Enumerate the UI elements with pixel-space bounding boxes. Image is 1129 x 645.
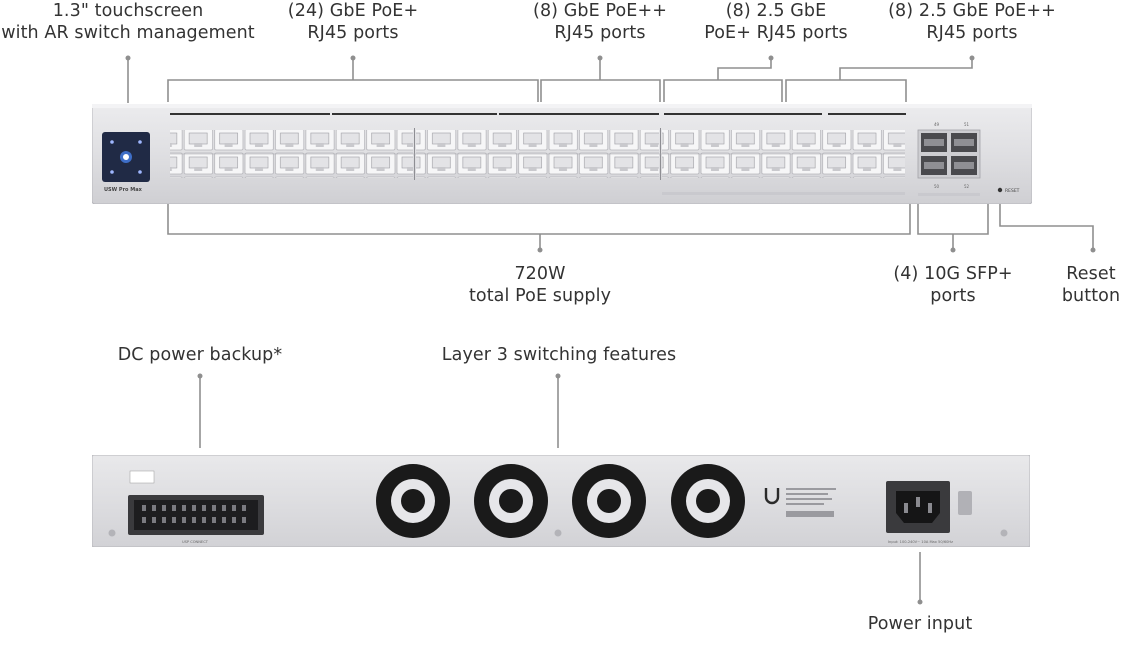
g25-poe-line2: PoE+ RJ45 ports <box>704 23 848 43</box>
usp-connect-label: USP CONNECT <box>182 540 209 544</box>
g25-poepp-callout: (8) 2.5 GbE PoE++ RJ45 ports <box>880 0 1064 44</box>
model-label: USW Pro Max <box>104 187 143 193</box>
reset-button[interactable] <box>997 187 1003 193</box>
front-panel: USW Pro Max 49 51 50 52 RESET <box>92 104 1032 204</box>
sfp-line2: ports <box>930 286 976 306</box>
sfp-bracket <box>917 204 989 235</box>
sfp-ports[interactable] <box>917 129 981 179</box>
reset-callout: Reset button <box>1053 263 1129 307</box>
touchscreen-callout: 1.3" touchscreen with AR switch manageme… <box>0 0 256 44</box>
poe-supply-callout: 720W total PoE supply <box>440 263 640 307</box>
gbe-poepp-line2: RJ45 ports <box>554 23 646 43</box>
dc-backup-callout: DC power backup* <box>117 345 283 365</box>
g25-poe-bracket <box>663 79 783 102</box>
ac-power-inlet[interactable] <box>886 481 972 533</box>
cooling-fans <box>376 464 745 538</box>
layer3-callout: Layer 3 switching features <box>441 345 677 365</box>
g25-poe-callout: (8) 2.5 GbE PoE+ RJ45 ports <box>696 0 856 44</box>
gbe-poe-callout: (24) GbE PoE+ RJ45 ports <box>278 0 428 44</box>
gbe-poe-line2: RJ45 ports <box>307 23 399 43</box>
gbe-poepp-callout: (8) GbE PoE++ RJ45 ports <box>525 0 675 44</box>
gbe-poepp-line1: (8) GbE PoE++ <box>533 1 667 21</box>
g25-poepp-line2: RJ45 ports <box>926 23 1018 43</box>
touchscreen-display[interactable] <box>102 132 150 182</box>
sfp-label-50: 50 <box>934 184 940 189</box>
reset-leader <box>999 204 1094 250</box>
reset-line2: button <box>1061 286 1121 306</box>
sfp-callout: (4) 10G SFP+ ports <box>883 263 1023 307</box>
poe-supply-line2: total PoE supply <box>468 286 612 306</box>
gbe-poepp-bracket <box>540 79 661 102</box>
power-spec-label: Input: 100-240V~ 10A Max 50/60Hz <box>888 540 953 544</box>
poe-supply-bracket <box>167 204 911 235</box>
touchscreen-line1: 1.3" touchscreen <box>52 1 204 21</box>
power-input-callout: Power input <box>867 614 973 634</box>
ubiquiti-logo-icon <box>764 488 780 505</box>
dc-power-connector[interactable] <box>128 470 264 535</box>
sfp-label-51: 51 <box>964 122 970 127</box>
sfp-line1: (4) 10G SFP+ <box>893 264 1013 284</box>
rear-panel: USP CONNECT Input: 100-240V~ 10A Max 50/… <box>92 455 1030 547</box>
gbe-poe-bracket <box>167 79 539 102</box>
g25-poepp-bracket <box>785 79 907 102</box>
gbe-poe-line1: (24) GbE PoE+ <box>287 1 419 21</box>
poe-supply-line1: 720W <box>514 264 566 284</box>
sfp-label-49: 49 <box>934 122 940 127</box>
sfp-label-52: 52 <box>964 184 970 189</box>
touchscreen-line2: with AR switch management <box>1 23 255 43</box>
reset-text: RESET <box>1005 188 1020 194</box>
g25-poe-line1: (8) 2.5 GbE <box>725 1 827 21</box>
g25-poepp-line1: (8) 2.5 GbE PoE++ <box>888 1 1056 21</box>
reset-line1: Reset <box>1066 264 1116 284</box>
